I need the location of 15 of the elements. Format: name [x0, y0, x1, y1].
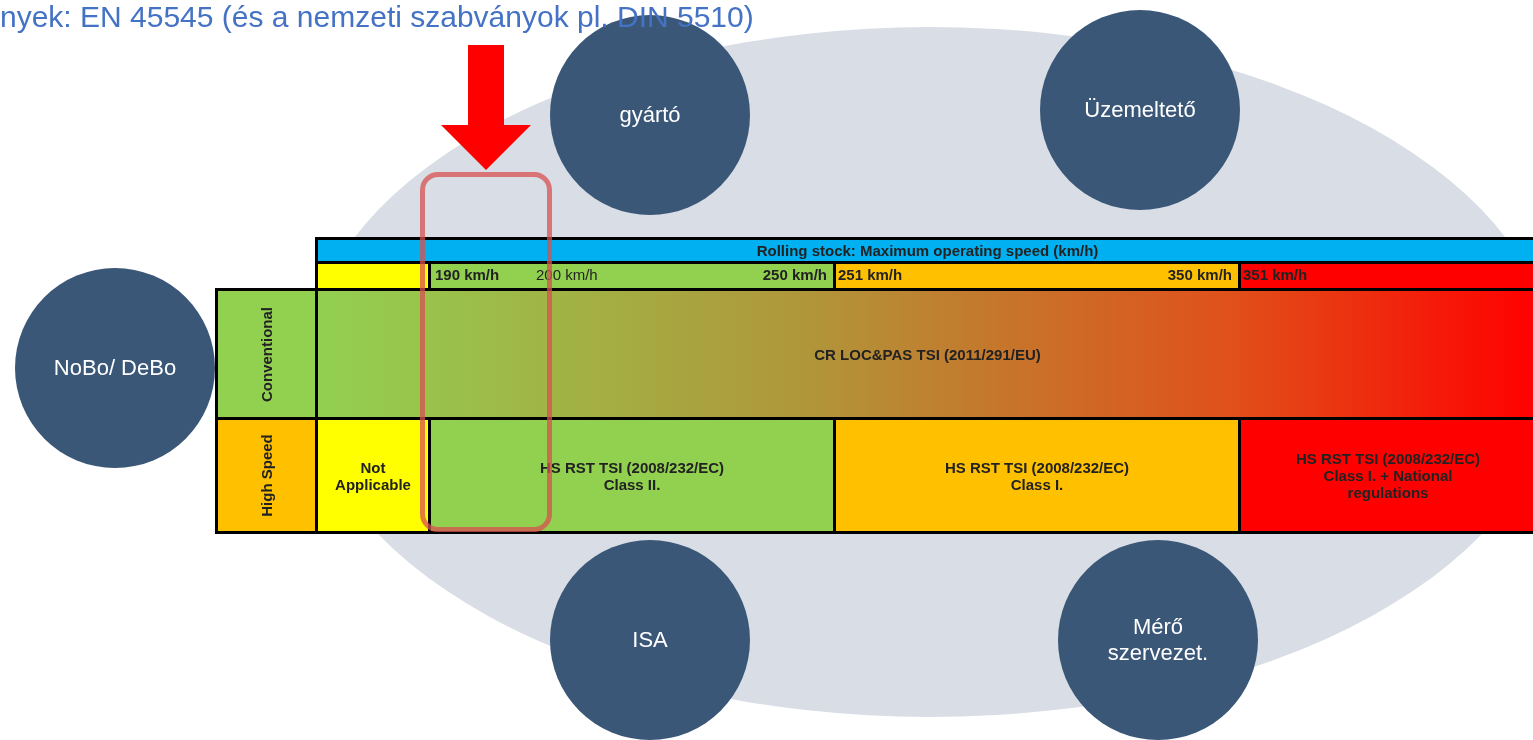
table-cell: Not Applicable [315, 417, 431, 534]
table-cell: HS RST TSI (2008/232/EC) Class I. + National regulations [1238, 417, 1533, 534]
speed-label: 251 km/h [838, 266, 903, 283]
arrow [441, 45, 531, 170]
speed-label: 350 km/h [1167, 266, 1232, 283]
table-cell: Rolling stock: Maximum operating speed (km/h) [315, 237, 1533, 264]
table-cell: CR LOC&PAS TSI (2011/291/EU) [315, 288, 1533, 420]
speed-label: 250 km/h [762, 266, 827, 283]
row-header: High Speed [258, 434, 275, 517]
role-circle: NoBo/ DeBo [15, 268, 215, 468]
speed-label: 200 km/h [536, 266, 598, 283]
row-header: Conventional [258, 306, 275, 402]
speed-label: 351 km/h [1243, 266, 1308, 283]
speed-label: 190 km/h [435, 266, 500, 283]
table-cell: HS RST TSI (2008/232/EC) Class I. [833, 417, 1241, 534]
